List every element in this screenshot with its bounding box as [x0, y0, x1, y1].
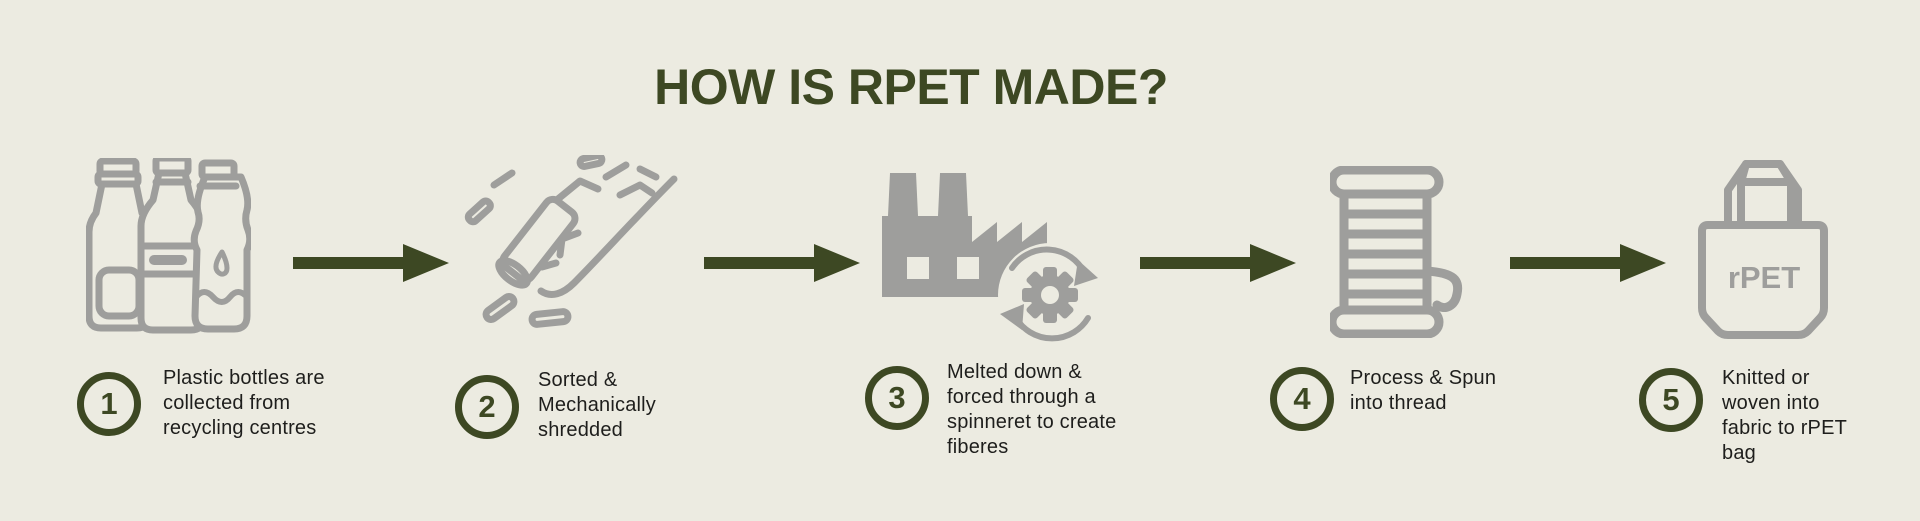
step-description: Process & Spun into thread	[1350, 367, 1497, 414]
step-number-badge: 3	[865, 366, 929, 430]
step-number-badge: 1	[77, 372, 141, 436]
shredded-plastic-icon	[464, 155, 678, 328]
factory-recycling-icon	[882, 173, 1102, 347]
arrow-icon	[1510, 244, 1666, 282]
step-description: Knitted or woven into fabric to rPET bag	[1722, 367, 1848, 464]
plastic-bottles-icon	[86, 158, 251, 334]
arrow-icon	[293, 244, 449, 282]
rpet-bag-icon: rPET	[1698, 160, 1828, 339]
step-number-badge: 2	[455, 375, 519, 439]
step-number-badge: 5	[1639, 368, 1703, 432]
arrow-icon	[704, 244, 860, 282]
step-description: Plastic bottles are collected from recyc…	[163, 367, 325, 439]
step-description: Melted down & forced through a spinneret…	[947, 361, 1117, 458]
thread-spool-icon	[1330, 166, 1463, 338]
bag-label: rPET	[1728, 260, 1800, 295]
arrow-icon	[1140, 244, 1296, 282]
page-title: HOW IS RPET MADE?	[654, 59, 1168, 115]
step-description: Sorted & Mechanically shredded	[538, 369, 657, 441]
step-number-badge: 4	[1270, 367, 1334, 431]
